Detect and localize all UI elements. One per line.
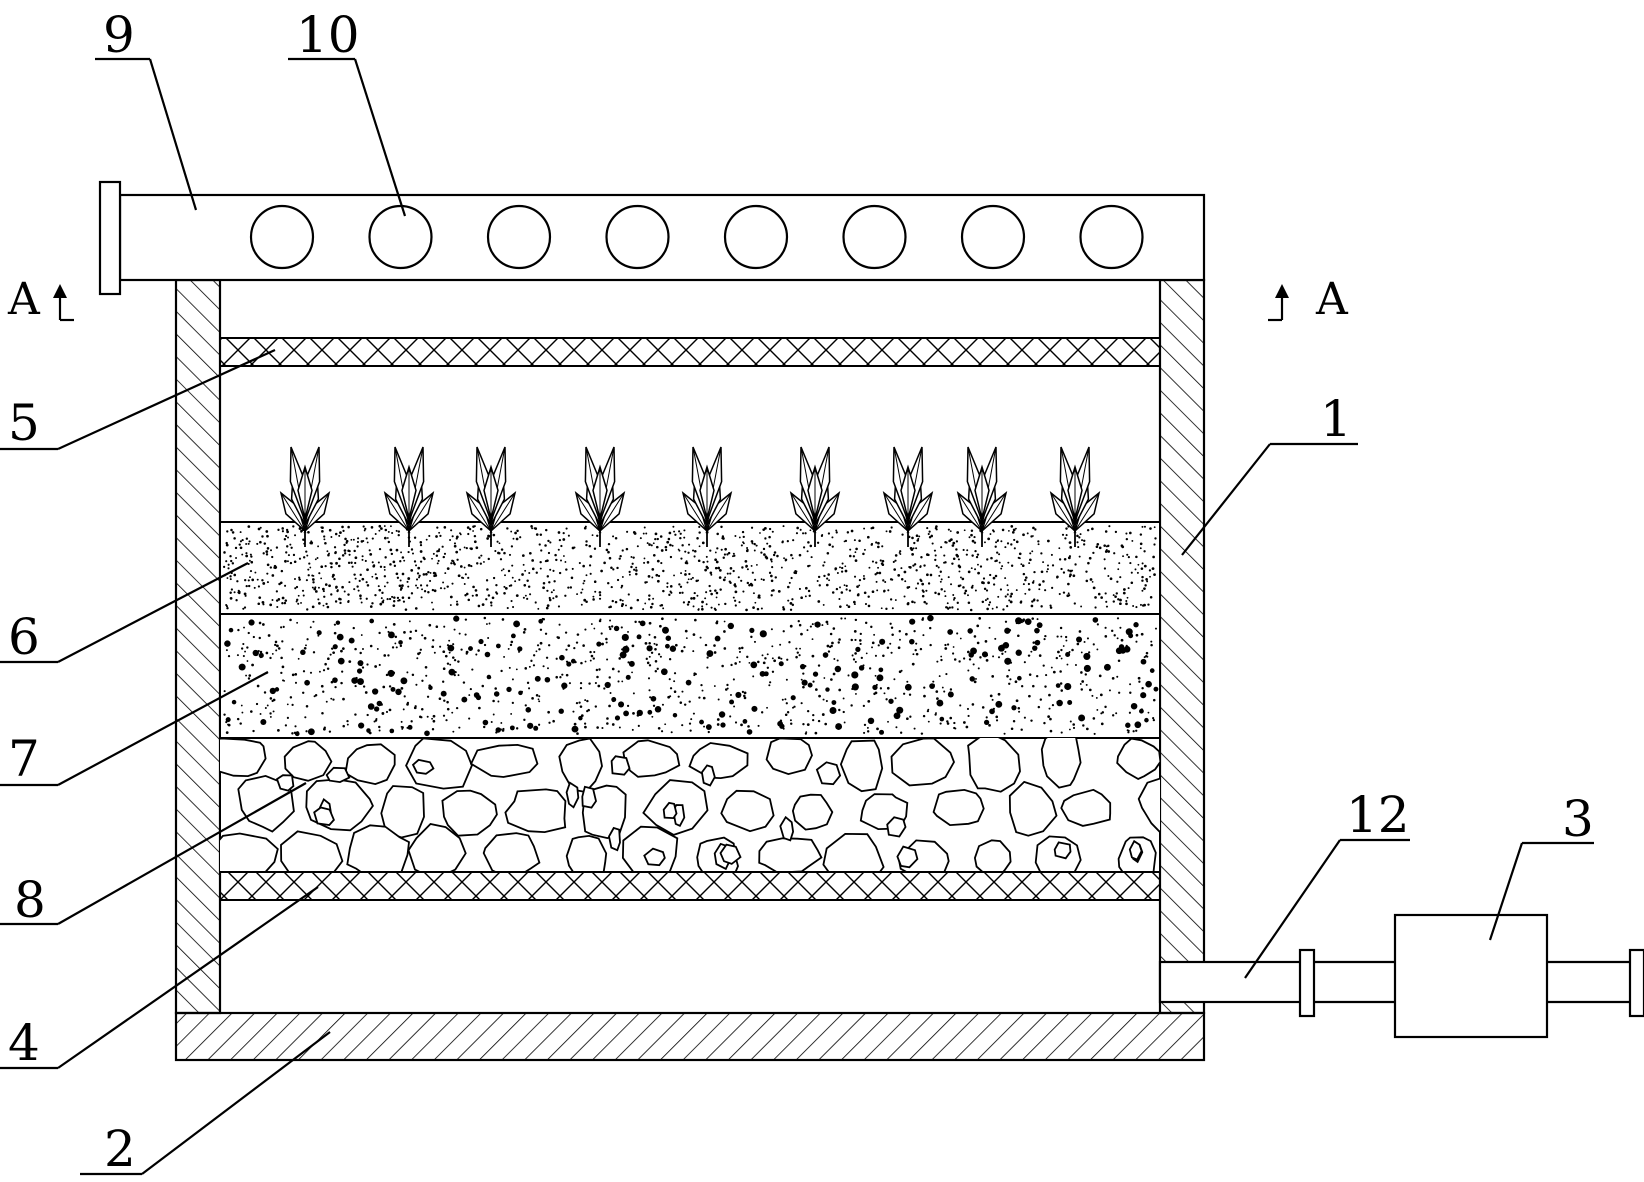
callout-8: 8 [14,871,46,929]
spray-hole [723,204,789,270]
spray-hole [605,204,670,270]
plant [383,446,435,547]
plant [1049,446,1101,547]
callout-1: 1 [1320,390,1352,448]
spray-hole [486,204,552,270]
outlet-pipe [1158,948,1395,1018]
callout-3: 3 [1562,790,1594,848]
callout-4: 4 [8,1014,40,1072]
gravel-stones [220,738,1160,872]
callout-9: 9 [103,6,135,64]
pump-box [1393,913,1549,1039]
pipe-flange [98,180,122,296]
lower-mesh [219,871,1161,901]
plant [789,446,841,547]
plant [956,446,1008,547]
spray-hole [960,204,1026,270]
callout-5: 5 [8,394,40,452]
plant [279,446,331,547]
plant [465,446,517,547]
right-wall [1158,278,1206,1015]
soil-layer [219,521,1161,615]
plant [882,446,934,547]
upper-mesh [219,337,1161,367]
section-marker-right: A [1268,274,1349,325]
sand-dots [223,614,1159,737]
spray-hole [249,204,315,270]
callout-7: 7 [8,730,40,788]
callout-12: 12 [1346,786,1410,844]
leader-lines [0,57,1594,1176]
spray-hole [1079,204,1144,270]
svg-text:A: A [7,274,41,325]
spray-holes [249,204,1144,270]
spray-hole [368,204,433,270]
plants [279,446,1101,547]
pump-outlet-pipe [1547,948,1644,1018]
spray-hole [842,204,907,270]
left-wall [174,278,222,1015]
plant [574,446,626,547]
plant [681,446,733,547]
sand-layer [219,613,1161,739]
tank-base [174,1011,1206,1062]
callout-2: 2 [104,1120,136,1178]
section-marker-left: A [7,274,74,325]
callout-6: 6 [8,608,40,666]
svg-text:A: A [1315,274,1349,325]
soil-dots [222,524,1157,612]
callout-10: 10 [296,6,360,64]
